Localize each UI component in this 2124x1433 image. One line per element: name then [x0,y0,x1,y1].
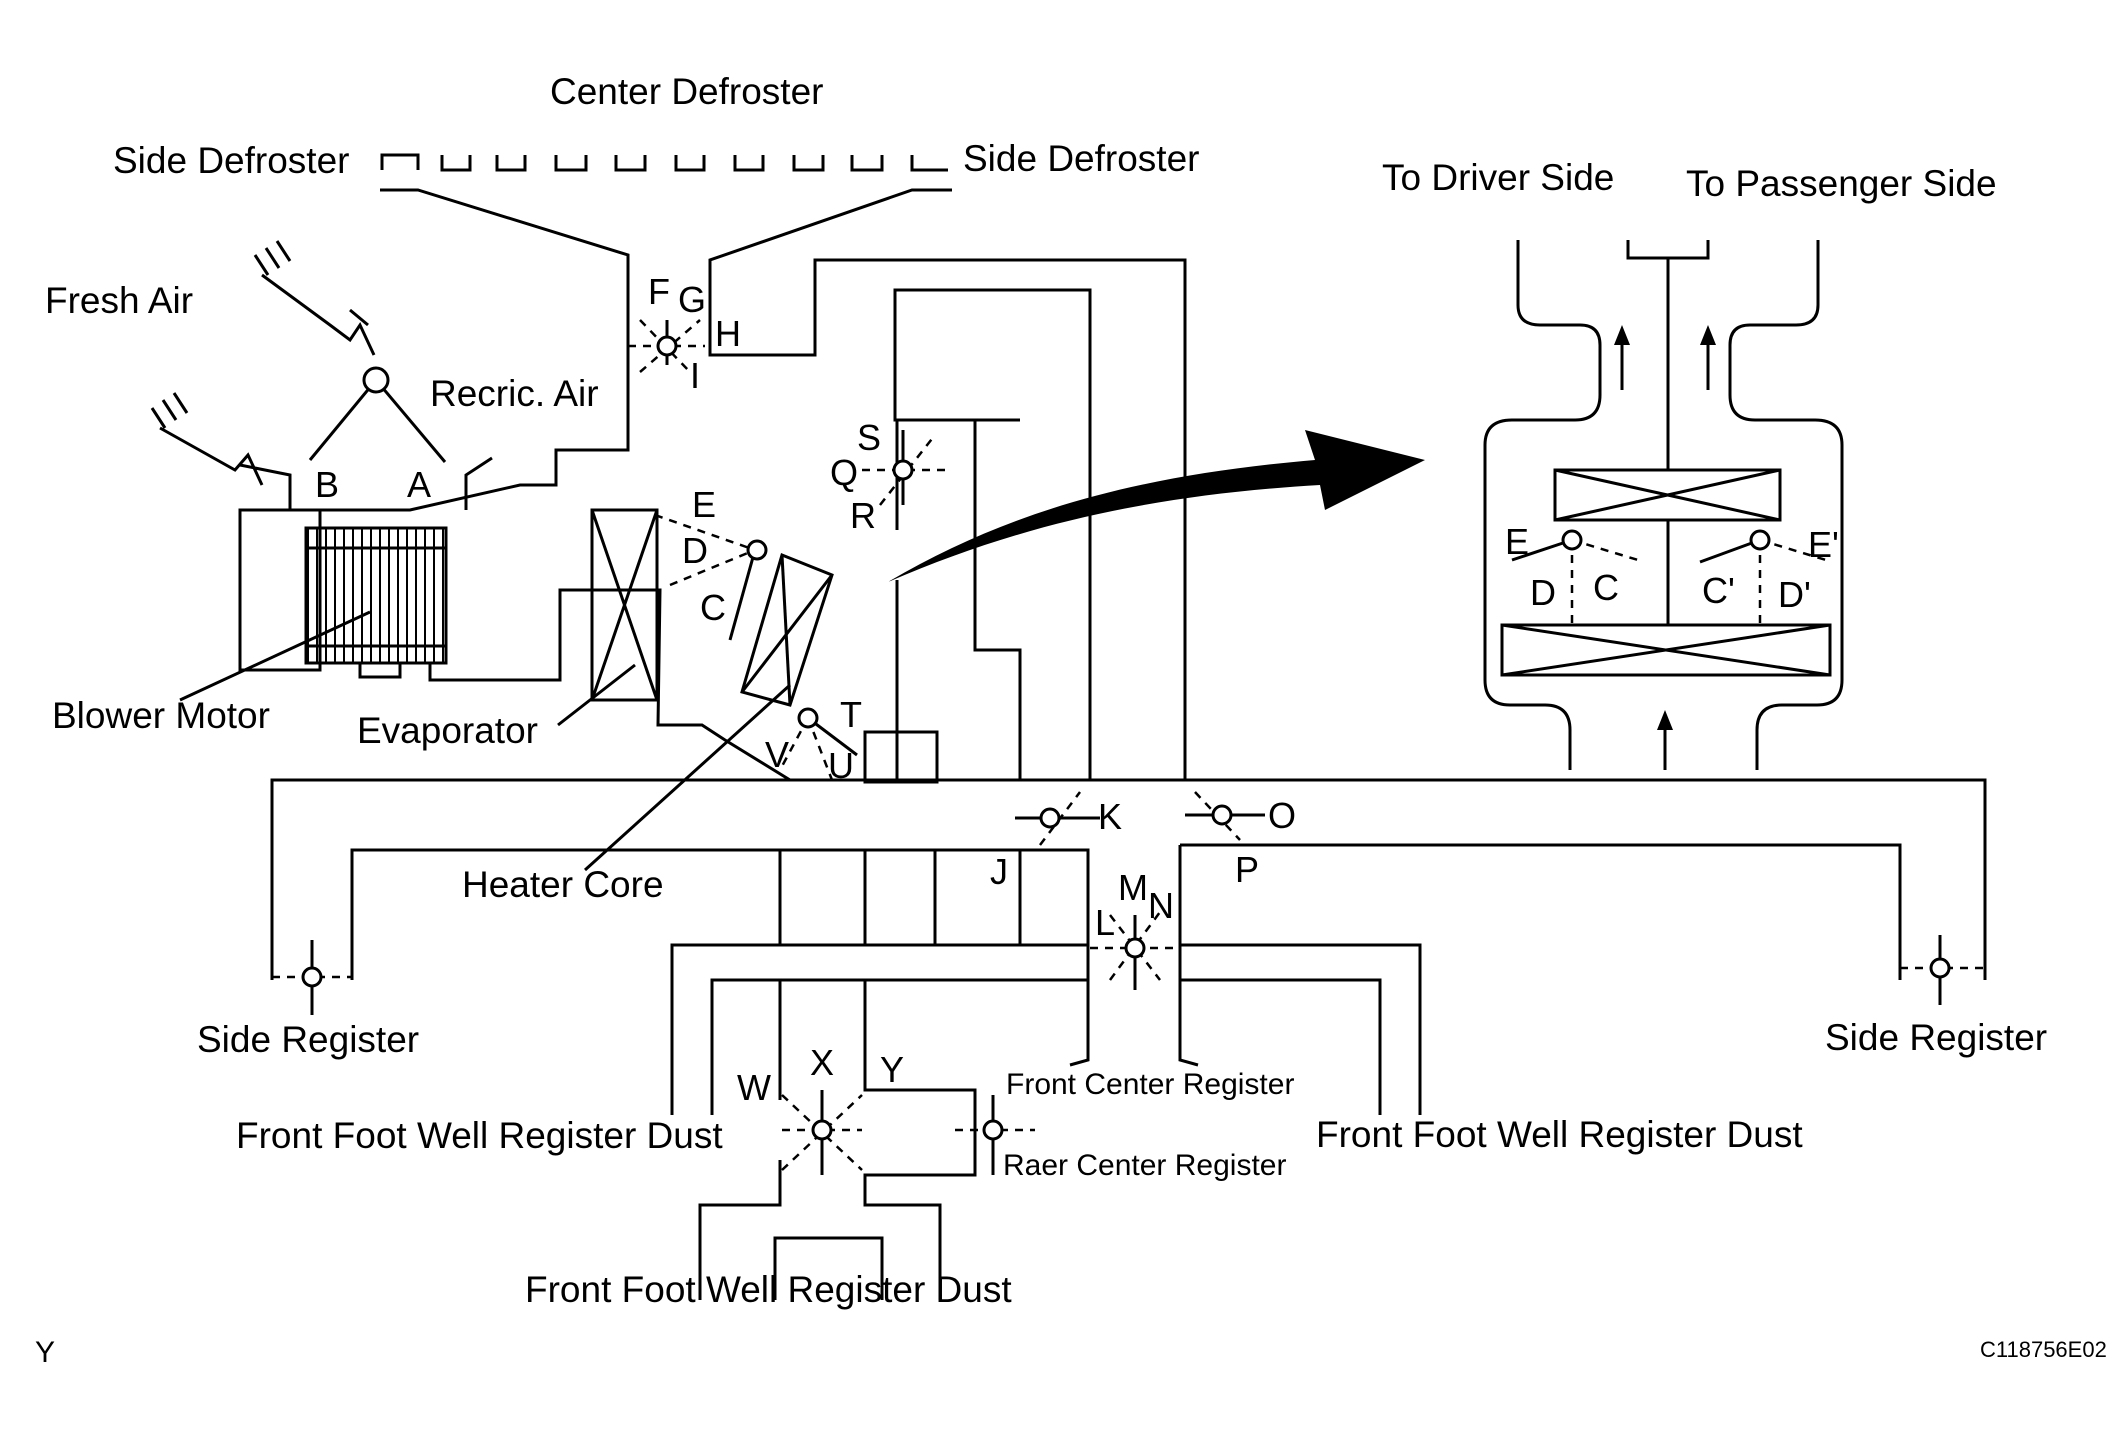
damper-letter-d: D [682,530,708,571]
damper-side-register-right [1900,935,1985,1005]
damper-letter-e: E [692,484,716,525]
damper-letter-v: V [765,734,789,775]
damper-letter-s: S [857,417,881,458]
figure-code: C118756E02 [1980,1337,2107,1362]
detail-letter-d-prime: D' [1778,574,1811,615]
front-center-register-label: Front Center Register [1006,1068,1294,1101]
damper-rear-center-register [955,1095,1035,1175]
damper-letter-j: J [990,851,1008,892]
side-register-right-label: Side Register [1825,1017,2047,1058]
damper-o-p [1185,791,1265,841]
damper-side-register-left [272,940,352,1015]
damper-letter-t: T [840,694,862,735]
detail-view [1483,240,1844,770]
center-defroster-label: Center Defroster [550,71,824,112]
detail-letter-c: C [1593,567,1619,608]
front-foot-well-left-label: Front Foot Well Register Dust [236,1115,723,1156]
side-defroster-right-label: Side Defroster [963,138,1200,179]
detail-letter-e-prime: E' [1808,524,1839,565]
damper-j-k [1015,791,1100,846]
damper-letter-p: P [1235,849,1259,890]
recirc-air-label: Recric. Air [430,373,599,414]
damper-t-u-v [778,707,939,784]
side-defroster-left-label: Side Defroster [113,140,350,181]
damper-letter-n: N [1148,885,1174,926]
side-register-left-label: Side Register [197,1019,419,1060]
blower-unit [179,508,791,782]
center-duct [893,288,1092,780]
defroster-vents [380,153,948,192]
to-driver-side-label: To Driver Side [1382,157,1614,198]
fresh-air-label: Fresh Air [45,280,193,321]
damper-letter-u: U [828,745,854,786]
damper-q-r-s [862,430,945,506]
damper-letter-o: O [1268,795,1296,836]
to-passenger-side-label: To Passenger Side [1686,163,1997,204]
damper-letter-y: Y [880,1049,904,1090]
damper-letter-m: M [1118,867,1148,908]
lower-ducts [270,778,1987,1300]
damper-letter-i: I [690,355,700,396]
damper-letter-f: F [648,271,670,312]
damper-letter-b: B [315,464,339,505]
intake-section [150,240,493,510]
damper-letter-c: C [700,587,726,628]
damper-w-x-y [781,1090,863,1175]
evaporator-label: Evaporator [357,710,538,751]
damper-letter-g: G [678,279,706,320]
labels: Center Defroster Side Defroster Side Def… [35,71,2107,1369]
damper-letter-x: X [810,1042,834,1083]
corner-letter: Y [35,1336,55,1369]
damper-f-g-h-i [628,319,705,373]
damper-l-m-n [1090,911,1180,990]
evaporator [557,508,659,727]
defroster-ducts [318,188,1187,780]
heater-core-label: Heater Core [462,864,664,905]
damper-letter-r: R [850,495,876,536]
damper-letter-a: A [407,464,431,505]
front-foot-well-bottom-label: Front Foot Well Register Dust [525,1269,1012,1310]
detail-letter-d: D [1530,572,1556,613]
damper-c-d-e [654,513,768,641]
rear-center-register-label: Raer Center Register [1003,1149,1286,1182]
heater-core [583,552,834,872]
damper-letter-h: H [715,313,741,354]
damper-letter-q: Q [830,452,858,493]
damper-letter-k: K [1098,796,1122,837]
detail-letter-c-prime: C' [1702,570,1735,611]
blower-motor-label: Blower Motor [52,695,270,736]
damper-letter-l: L [1095,902,1115,943]
front-foot-well-right-label: Front Foot Well Register Dust [1316,1114,1803,1155]
detail-arrow [888,430,1425,582]
detail-letter-e: E [1505,521,1529,562]
damper-letter-w: W [737,1067,771,1108]
